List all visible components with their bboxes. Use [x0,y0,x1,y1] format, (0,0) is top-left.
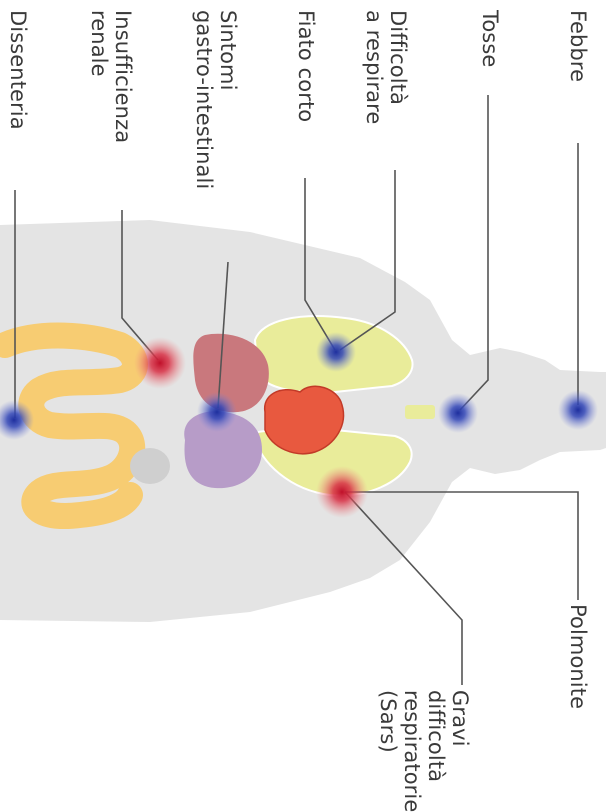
label-polmonite: Polmonite [566,604,590,709]
label-gravi-difficolta: Gravi difficoltà respiratorie (Sars) [376,690,472,812]
label-tosse: Tosse [478,10,502,67]
spot-sars [316,466,368,518]
spot-gastro [197,392,237,432]
spot-febbre [558,390,598,430]
symptom-diagram: Febbre Tosse Difficoltà a respirare Fiat… [0,0,606,768]
label-insufficienza-renale: Insufficienza renale [87,10,135,143]
spot-respiro [316,332,356,372]
spot-renale [134,337,186,389]
label-febbre: Febbre [566,10,590,82]
kidney [130,448,170,484]
label-difficolta: Difficoltà a respirare [362,10,410,124]
spot-tosse [438,393,478,433]
label-dissenteria: Dissenteria [6,10,30,130]
label-sintomi-gastro: Sintomi gastro-intestinali [192,10,240,189]
label-fiato-corto: Fiato corto [294,10,318,122]
